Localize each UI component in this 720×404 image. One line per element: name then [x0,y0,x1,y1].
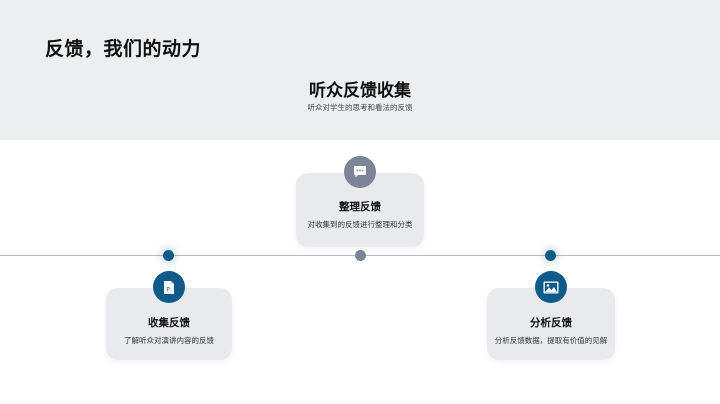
icon-badge-organize [344,156,376,188]
timeline-dot-analyze [545,250,556,261]
page-title: 反馈，我们的动力 [45,38,202,60]
card-title: 整理反馈 [339,201,381,213]
image-icon [543,281,559,293]
card-desc: 了解听众对演讲内容的反馈 [124,336,214,345]
card-title: 分析反馈 [530,317,572,329]
svg-text:P: P [166,286,170,293]
card-title: 收集反馈 [148,317,190,329]
document-p-icon: P [164,280,174,294]
icon-badge-collect: P [153,271,185,303]
section-subtitle: 听众对学生的思考和看法的反馈 [307,103,413,112]
card-organize-feedback: 整理反馈 对收集到的反馈进行整理和分类 [296,173,424,247]
header-band: 反馈，我们的动力 听众反馈收集 听众对学生的思考和看法的反馈 [0,0,720,140]
section-title: 听众反馈收集 [309,81,411,101]
card-desc: 对收集到的反馈进行整理和分类 [307,220,413,229]
card-desc: 分析反馈数据，提取有价值的见解 [494,336,608,345]
chat-bubble-icon [354,166,366,178]
icon-badge-analyze [535,271,567,303]
timeline-dot-organize [355,250,366,261]
timeline-dot-collect [163,250,174,261]
